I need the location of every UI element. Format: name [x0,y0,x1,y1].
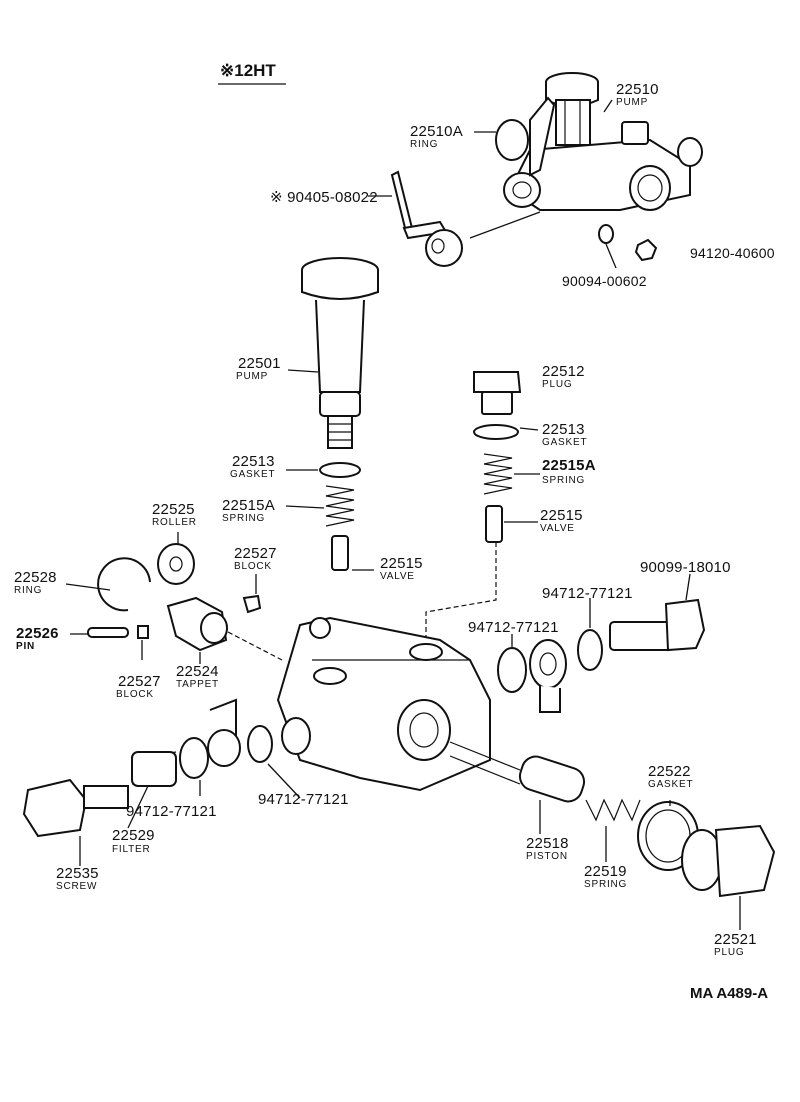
part-number: 22535 [56,865,99,882]
part-name: SCREW [56,881,98,892]
bolt-90099-18010 [609,598,706,652]
washer-94712-c [179,737,209,779]
part-number: 22512 [542,363,585,380]
block-22527-lower [137,625,149,639]
part-number: 22522 [648,763,691,780]
part-name: PLUG [542,379,573,390]
nut-94120 [634,238,658,262]
part-number: 22515 [540,507,583,524]
part-number: 22510 [616,81,659,98]
part-name: BLOCK [116,689,154,700]
part-number: 22513 [232,453,275,470]
part-number: 22527 [118,673,161,690]
part-number: 22528 [14,569,57,586]
part-name: SPRING [542,475,586,486]
screw-22535 [22,778,129,838]
part-name: PLUG [714,947,745,958]
part-number: 94712-77121 [126,803,217,820]
spring-22515a-left [325,485,355,527]
part-name: GASKET [542,437,588,448]
part-number: 22510A [410,123,463,140]
union-fitting [529,639,567,689]
block-22527-upper [242,594,262,614]
part-number: 22521 [714,931,757,948]
part-name: BLOCK [234,561,272,572]
part-name: PISTON [526,851,568,862]
part-number: ※ 90405-08022 [270,189,378,206]
part-number: 22515 [380,555,423,572]
plug-22521 [681,824,776,898]
part-number: 22513 [542,421,585,438]
bracket-90405-08022 [390,170,463,267]
spring-22515a-right [483,453,513,495]
ring-22528 [97,557,151,612]
part-name: TAPPET [176,679,219,690]
part-number: 22524 [176,663,219,680]
part-name: PIN [16,641,36,652]
roller-22525 [157,543,195,585]
part-number: 94712-77121 [542,585,633,602]
valve-22515-left [331,535,349,571]
part-number: 94712-77121 [258,791,349,808]
part-number: 22526 [16,625,59,642]
part-number: 94120-40600 [690,245,775,261]
part-number: 22515A [542,457,596,474]
part-name: RING [410,139,439,150]
gasket-22513-right [473,424,519,440]
spring-22519 [585,798,641,822]
part-name: SPRING [584,879,628,890]
tappet-22524 [166,596,228,652]
part-name: PUMP [236,371,269,382]
washer-94712-b [577,629,603,671]
part-number: 22501 [238,355,281,372]
pump-assembly-22510 [503,72,703,211]
part-number: 94712-77121 [468,619,559,636]
part-name: PUMP [616,97,649,108]
part-name: RING [14,585,43,596]
part-number: 22519 [584,863,627,880]
diagram-title: ※12HT [220,61,276,80]
part-number: 90099-18010 [640,559,731,576]
part-number: 22525 [152,501,195,518]
part-number: 22518 [526,835,569,852]
washer-94712-a [497,647,527,693]
part-name: GASKET [230,469,276,480]
ring-22510a [495,119,529,161]
washer-94712-d [247,725,273,763]
valve-22515-right [485,505,503,543]
part-name: ROLLER [152,517,197,528]
part-number: 22527 [234,545,277,562]
part-number: 22515A [222,497,275,514]
part-name: SPRING [222,513,266,524]
plug-22512 [473,371,522,415]
part-name: FILTER [112,844,151,855]
part-name: VALVE [540,523,575,534]
gasket-22513-left [319,462,361,478]
part-number: 22529 [112,827,155,844]
pin-22526 [87,627,129,638]
part-name: VALVE [380,571,415,582]
diagram-code: MA A489-A [690,985,769,1002]
piston-22518 [518,755,586,803]
pump-22501 [301,257,379,449]
part-number: 90094-00602 [562,273,647,289]
washer-90094 [598,224,614,244]
pump-body [276,616,521,792]
part-name: GASKET [648,779,694,790]
